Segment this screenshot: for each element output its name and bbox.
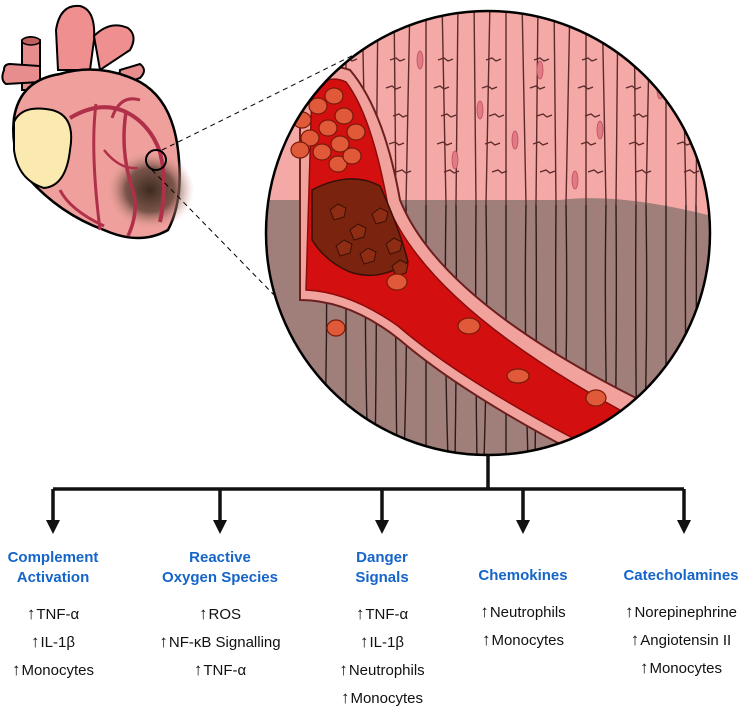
up-arrow-icon: ↑ [360, 632, 369, 651]
arrowhead-ros [213, 520, 227, 534]
column-title: Complement Activation [7, 549, 99, 586]
column-title: Catecholamines [623, 567, 739, 584]
list-item: ↑NF-κB Signalling [159, 632, 281, 651]
up-arrow-icon: ↑ [11, 660, 21, 679]
up-arrow-icon: ↑ [198, 604, 208, 623]
up-arrow-icon: ↑ [159, 632, 168, 651]
column-reactive-oxygen-species: Reactive Oxygen Species ↑ROS ↑NF-κB Sign… [145, 548, 295, 684]
list-item: ↑Monocytes [481, 630, 565, 649]
list-item: ↑Monocytes [639, 658, 723, 677]
up-arrow-icon: ↑ [340, 688, 350, 707]
list-item: ↑TNF-α [355, 604, 409, 623]
branch-connectors [51, 455, 686, 522]
up-arrow-icon: ↑ [339, 660, 348, 679]
list-item: ↑Neutrophils [480, 602, 566, 621]
magnified-tissue [266, 11, 710, 455]
list-item: ↑Neutrophils [339, 660, 425, 679]
list-item: ↑Monocytes [11, 660, 95, 679]
column-catecholamines: Catecholamines ↑Norepinephrine ↑Angioten… [606, 566, 745, 682]
column-danger-signals: Danger Signals ↑TNF-α ↑IL-1β ↑Neutrophil… [307, 548, 457, 712]
up-arrow-icon: ↑ [481, 630, 491, 649]
column-complement-activation: Complement Activation ↑TNF-α ↑IL-1β ↑Mon… [0, 548, 128, 684]
arrowhead-danger [375, 520, 389, 534]
column-chemokines: Chemokines ↑Neutrophils ↑Monocytes [448, 566, 598, 654]
heart-illustration [1, 4, 194, 240]
list-item: ↑TNF-α [26, 604, 80, 623]
up-arrow-icon: ↑ [26, 604, 36, 623]
list-item: ↑Monocytes [340, 688, 424, 707]
up-arrow-icon: ↑ [355, 604, 365, 623]
arrowhead-catecholamines [677, 520, 691, 534]
list-item: ↑IL-1β [31, 632, 75, 651]
list-item: ↑TNF-α [193, 660, 247, 679]
list-item: ↑Angiotensin II [630, 630, 732, 649]
up-arrow-icon: ↑ [480, 602, 489, 621]
up-arrow-icon: ↑ [31, 632, 40, 651]
list-item: ↑ROS [198, 604, 241, 623]
lesion-marker [145, 149, 167, 171]
column-title: Chemokines [478, 567, 568, 584]
list-item: ↑Norepinephrine [624, 602, 738, 621]
up-arrow-icon: ↑ [624, 602, 634, 621]
up-arrow-icon: ↑ [193, 660, 203, 679]
up-arrow-icon: ↑ [639, 658, 649, 677]
column-title: Danger Signals [355, 549, 409, 586]
arrowhead-chemokines [516, 520, 530, 534]
column-title: Reactive Oxygen Species [162, 549, 278, 586]
up-arrow-icon: ↑ [630, 630, 640, 649]
list-item: ↑IL-1β [360, 632, 404, 651]
arrowhead-complement [46, 520, 60, 534]
